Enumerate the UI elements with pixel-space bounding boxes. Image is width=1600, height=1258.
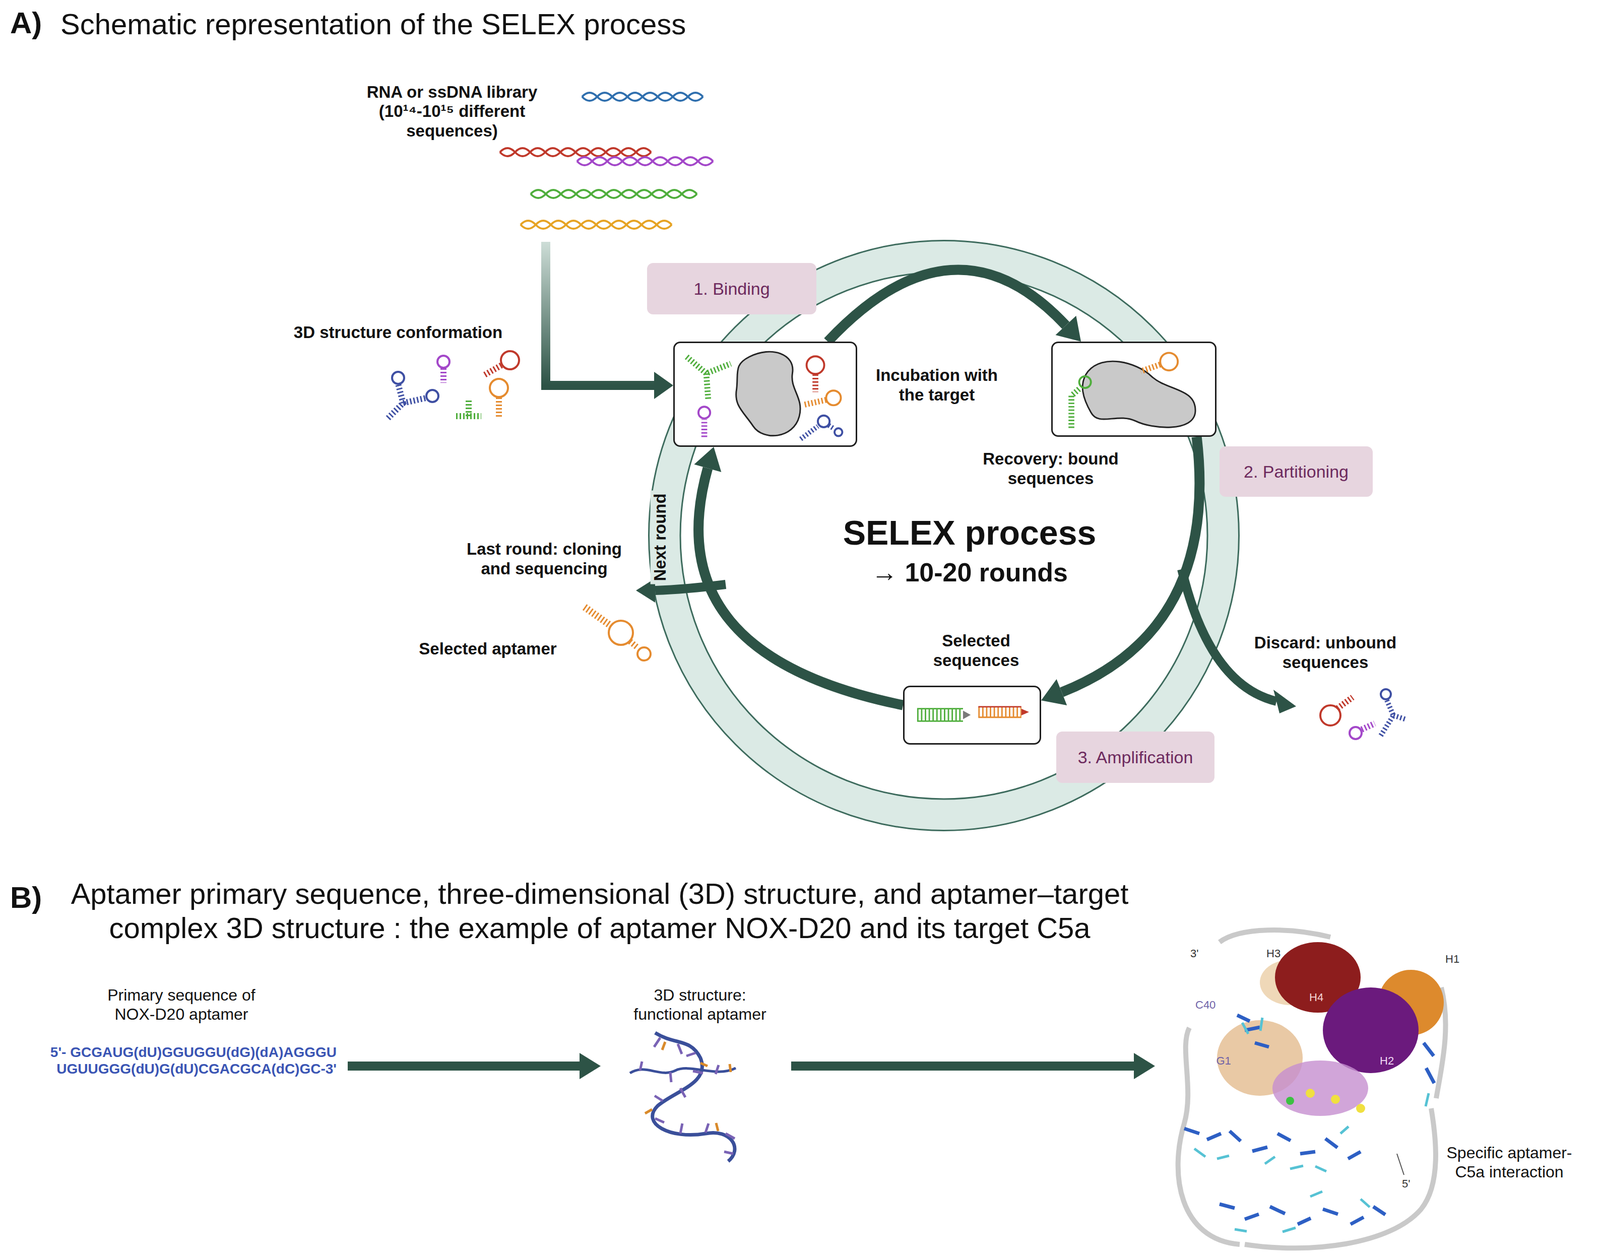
step-caption: Recovery: bound sequences [975,449,1127,489]
annotation-label: Selected aptamer [402,639,574,660]
library-strands [499,92,714,229]
annotation-label: Primary sequence of NOX-D20 aptamer [90,986,273,1025]
panel-b-arrows [347,1053,1156,1080]
step-caption: Selected sequences [925,631,1027,671]
annotation-label: Schematic representation of the SELEX pr… [60,7,817,42]
cycle-arrow [693,446,904,706]
ring-outline [649,240,1240,831]
step-label: 3. Amplification [1077,747,1194,768]
annotation-label: Last round: cloning and sequencing [458,539,630,580]
cycle-arrow-line [827,269,1066,342]
aptamer-c5a-complex [1178,930,1446,1249]
annotation-label: 5' [1401,1177,1411,1191]
annotation-label: H2 [1379,1054,1394,1068]
step-illustration [674,343,856,446]
cycle-arrow [827,269,1081,342]
ring-fill [664,256,1224,816]
step-illustration [904,687,1040,744]
cycle-arrow-head [1041,679,1067,706]
annotation-label: G1 [1216,1054,1232,1068]
annotation-label: RNA or ssDNA library (10¹⁴-10¹⁵ differen… [351,82,553,142]
annotation-label: H4 [1309,991,1324,1005]
discard-arrow [1181,569,1297,714]
annotation-label: 3D structure conformation [272,323,525,343]
annotation-label: Discard: unbound sequences [1244,633,1406,673]
step-label-box: 2. Partitioning [1219,446,1373,497]
step-illustration [1052,343,1215,436]
cycle-arrow-line [698,468,904,706]
annotation-label: Specific aptamer-C5a interaction [1438,1143,1580,1183]
selected-aptamer-icon [584,607,651,661]
discard-icons [1320,689,1406,740]
edge-label: Next round [650,490,671,585]
annotation-label: B) [10,880,56,917]
step-illustration-use [917,707,1030,722]
step-label: 2. Partitioning [1243,461,1349,482]
step-illustration-use [686,351,843,439]
annotation-label: 5'- GCGAUG(dU)GGUGGU(dG)(dA)AGGGU UGUUGG… [14,1044,337,1078]
annotation-label: H3 [1266,947,1281,961]
cycle-arrow [1041,436,1200,706]
annotation-label: 3' [1190,947,1199,961]
annotation-label: 3D structure: functional aptamer [624,986,776,1025]
cycle-arrow-line [1061,436,1200,693]
conformation-icons [388,351,520,419]
step-label: 1. Binding [693,278,770,299]
cycle-title: → 10-20 rounds [778,557,1162,589]
step-label-box: 1. Binding [647,263,817,315]
aptamer-3d-structure [629,1033,736,1162]
last-round-arrow [635,578,726,603]
cycle-arrow-head [1055,315,1082,342]
step-caption: Incubation with the target [868,365,1005,406]
annotation-label: H1 [1445,952,1460,967]
annotation-label: A) [10,5,56,42]
step-illustration-use [1071,352,1196,428]
step-box: Incubation with the target [673,341,858,447]
annotation-label: C40 [1195,998,1216,1012]
cycle-title: SELEX process [778,512,1162,553]
step-label-box: 3. Amplification [1056,731,1215,784]
step-box: Selected sequences [903,685,1042,745]
ring-outline [680,272,1208,800]
cycle-arrow-head [693,446,722,473]
step-box: Recovery: bound sequences [1051,341,1217,437]
annotation-label: Aptamer primary sequence, three-dimensio… [45,876,1155,946]
